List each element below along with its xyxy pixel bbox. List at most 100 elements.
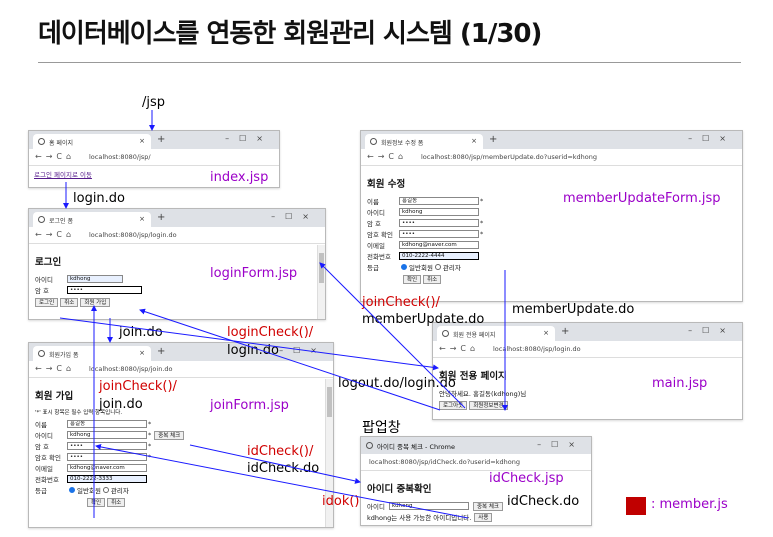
globe-icon: [38, 138, 45, 145]
pw-input[interactable]: ••••: [399, 219, 479, 227]
browser-tab[interactable]: 회원정보 수정 폼×: [365, 134, 483, 149]
new-tab-icon[interactable]: +: [157, 212, 166, 223]
browser-tab[interactable]: 회원 전용 페이지×: [437, 326, 555, 341]
legend-label: : member.js: [651, 497, 728, 512]
address-bar: ←→C⌂ localhost:8080/jsp/join.do: [29, 361, 333, 378]
tab-title: 회원가입 폼: [49, 352, 79, 359]
ok-button[interactable]: 확인: [87, 497, 106, 507]
address-bar: ←→C⌂ localhost:8080/jsp/memberUpdate.do?…: [361, 149, 742, 166]
logout-button[interactable]: 로그아웃: [439, 400, 468, 410]
globe-icon: [38, 216, 45, 223]
pw2-input[interactable]: ••••: [67, 453, 147, 461]
window-controls[interactable]: –☐×: [688, 134, 736, 143]
window-controls[interactable]: –☐×: [688, 326, 736, 335]
id-input[interactable]: kdhong: [389, 502, 469, 510]
window-controls[interactable]: –☐×: [271, 212, 319, 221]
radio-admin[interactable]: [434, 264, 441, 270]
idcheck-do-label-2: idCheck.do: [507, 494, 580, 509]
radio-member[interactable]: [69, 487, 75, 493]
id-label: 아이디: [35, 276, 53, 284]
url-field[interactable]: localhost:8080/jsp/memberUpdate.do?useri…: [421, 153, 598, 161]
cancel-button[interactable]: 취소: [107, 497, 126, 507]
tab-bar: 홈 페이지× + –☐×: [29, 131, 279, 149]
close-tab-icon[interactable]: ×: [139, 137, 145, 145]
name-label: 이름: [35, 421, 47, 429]
name-input[interactable]: 홍길동: [67, 420, 147, 428]
new-tab-icon[interactable]: +: [157, 346, 166, 357]
cancel-button[interactable]: 취소: [60, 297, 79, 307]
pw-input[interactable]: ••••: [67, 442, 147, 450]
tab-bar: 회원 전용 페이지× + –☐×: [433, 323, 742, 341]
grade-label: 등급: [35, 487, 47, 495]
email-input[interactable]: kdhong@naver.com: [399, 241, 479, 249]
memberupdateform-jsp-label: memberUpdateForm.jsp: [563, 191, 721, 206]
address-bar: ←→C⌂ localhost:8080/jsp/login.do: [29, 227, 325, 244]
pw-label: 암 호: [367, 220, 382, 228]
page-heading: 로그인: [35, 257, 62, 268]
nav-buttons[interactable]: ←→C⌂: [439, 344, 480, 353]
browser-window-update: 회원정보 수정 폼× + –☐× ←→C⌂ localhost:8080/jsp…: [360, 130, 743, 302]
greeting-text: 안녕하세요. 홍길동(kdhong)님: [439, 390, 527, 398]
window-controls[interactable]: –☐×: [537, 440, 585, 449]
idcheck-button[interactable]: 중복 체크: [154, 430, 185, 440]
new-tab-icon[interactable]: +: [489, 134, 498, 145]
login-button[interactable]: 로그인: [35, 297, 59, 307]
phone-input[interactable]: 010-2222-3333: [67, 475, 147, 483]
globe-icon: [442, 330, 449, 337]
close-tab-icon[interactable]: ×: [139, 215, 145, 223]
url-field[interactable]: localhost:8080/jsp/idCheck.do?userid=kdh…: [369, 458, 520, 466]
pw-input[interactable]: ••••: [67, 286, 142, 294]
scrollbar[interactable]: [317, 245, 325, 319]
login-page-link[interactable]: 로그인 페이지로 이동: [34, 171, 92, 179]
tab-title: 로그인 폼: [49, 218, 73, 225]
id-input[interactable]: kdhong: [399, 208, 479, 216]
grade-label: 등급: [367, 264, 379, 272]
cancel-button[interactable]: 취소: [423, 274, 442, 284]
browser-tab[interactable]: 회원가입 폼 ×: [33, 346, 151, 361]
browser-window-join: 회원가입 폼 × + –☐× ←→C⌂ localhost:8080/jsp/jo…: [28, 342, 334, 528]
close-tab-icon[interactable]: ×: [139, 349, 145, 357]
pw2-input[interactable]: ••••: [399, 230, 479, 238]
new-tab-icon[interactable]: +: [157, 134, 166, 145]
url-field[interactable]: localhost:8080/jsp/join.do: [89, 365, 173, 373]
nav-buttons[interactable]: ←→C⌂: [35, 152, 76, 161]
email-label: 이메일: [367, 242, 385, 250]
idcheck-jsp-label: idCheck.jsp: [489, 471, 564, 486]
url-field[interactable]: localhost:8080/jsp/login.do: [89, 231, 177, 239]
radio-admin[interactable]: [102, 487, 109, 493]
grade-opt2: 관리자: [442, 264, 461, 272]
edit-member-button[interactable]: 회원정보변경: [469, 400, 508, 410]
ok-button[interactable]: 확인: [403, 274, 422, 284]
browser-window-index: 홈 페이지× + –☐× ←→C⌂ localhost:8080/jsp/ 로그…: [28, 130, 280, 188]
check-button[interactable]: 중복 체크: [473, 501, 503, 511]
radio-member[interactable]: [401, 264, 407, 270]
email-input[interactable]: kdhong@naver.com: [67, 464, 147, 472]
new-tab-icon[interactable]: +: [561, 326, 570, 337]
popup-titlebar: 아이디 중복 체크 - Chrome –☐×: [361, 437, 591, 454]
name-input[interactable]: 홍길동: [399, 197, 479, 205]
tab-bar: 회원가입 폼 × + –☐×: [29, 343, 333, 361]
id-label: 아이디: [367, 209, 385, 217]
browser-tab[interactable]: 홈 페이지×: [33, 134, 151, 149]
id-input[interactable]: kdhong: [67, 275, 123, 283]
window-controls[interactable]: –☐×: [279, 346, 327, 355]
browser-tab[interactable]: 로그인 폼 ×: [33, 212, 151, 227]
url-field[interactable]: localhost:8080/jsp/login.do: [493, 345, 581, 353]
nav-buttons[interactable]: ←→C⌂: [367, 152, 408, 161]
pw2-label: 암호 확인: [35, 454, 61, 462]
phone-input[interactable]: 010-2222-4444: [399, 252, 479, 260]
browser-window-login: 로그인 폼 × + –☐× ←→C⌂ localhost:8080/jsp/log…: [28, 208, 326, 320]
close-tab-icon[interactable]: ×: [543, 329, 549, 337]
close-tab-icon[interactable]: ×: [471, 137, 477, 145]
url-field[interactable]: localhost:8080/jsp/: [89, 153, 151, 161]
id-input[interactable]: kdhong: [67, 431, 147, 439]
nav-buttons[interactable]: ←→C⌂: [35, 364, 76, 373]
pw-label: 암 호: [35, 443, 50, 451]
join-button[interactable]: 회원 가입: [80, 297, 111, 307]
joincheck-update-label: joinCheck()/: [362, 295, 440, 310]
page-heading: 회원 가입: [35, 391, 74, 402]
window-controls[interactable]: –☐×: [225, 134, 273, 143]
phone-label: 전화번호: [35, 476, 59, 484]
nav-buttons[interactable]: ←→C⌂: [35, 230, 76, 239]
use-button[interactable]: 사용: [474, 512, 493, 522]
